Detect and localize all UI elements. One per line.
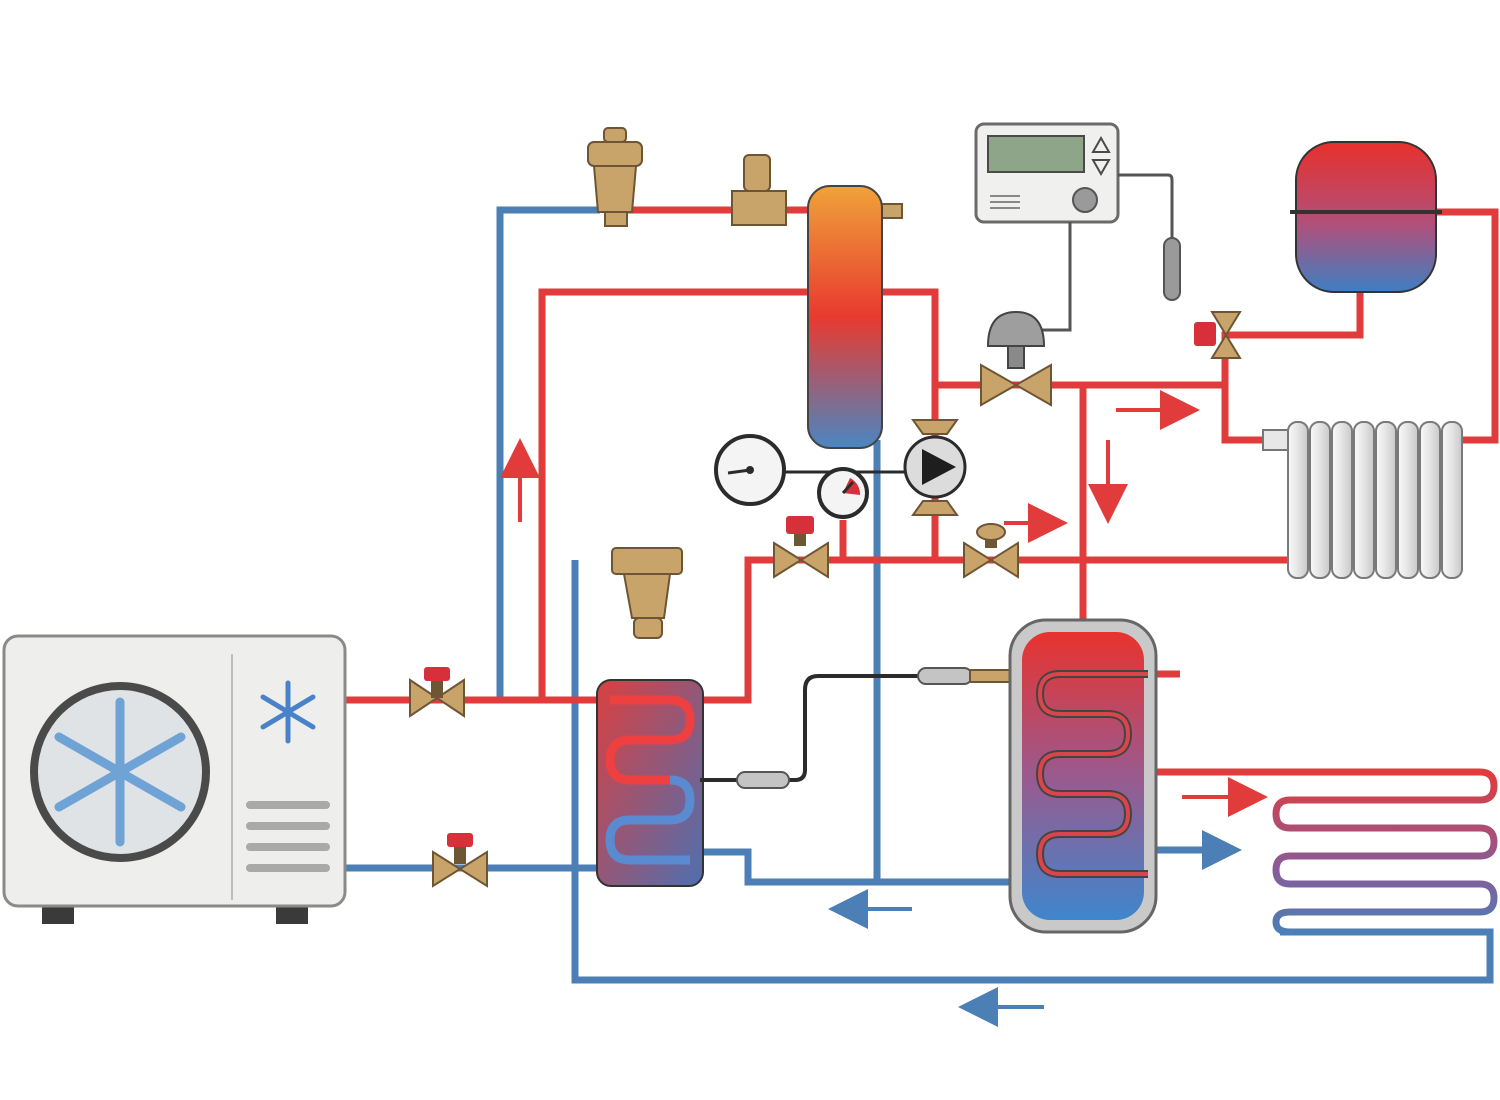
plate-heat-exchanger <box>596 679 704 887</box>
safety-valve <box>1194 311 1242 359</box>
ball-valve-red-handle <box>773 516 829 579</box>
dirt-separator <box>611 547 683 639</box>
motorized-valve <box>980 310 1052 407</box>
vent-grille <box>246 801 330 872</box>
radiator <box>1262 421 1463 579</box>
ball-valve-brass-handle <box>963 523 1019 579</box>
automatic-air-vent-right <box>731 154 787 226</box>
circulation-pump <box>903 419 967 516</box>
temperature-gauge <box>714 434 786 506</box>
hot-water-cylinder <box>1008 618 1158 934</box>
thermostat-wiring <box>1040 173 1174 332</box>
underfloor-heating-loop <box>1272 768 1498 936</box>
cold-pipes <box>345 206 1494 984</box>
expansion-vessel <box>1290 141 1442 293</box>
flow-arrows <box>500 390 1268 1027</box>
pressure-gauge <box>817 467 869 519</box>
room-thermostat <box>974 122 1120 224</box>
buffer-tank <box>807 185 903 449</box>
isolation-valve-cold <box>432 833 488 888</box>
temperature-probe <box>1163 237 1181 301</box>
heat-pump-outdoor-unit <box>2 634 347 924</box>
isolation-valve-hot <box>409 667 465 718</box>
temperature-sensor-probe <box>700 667 1017 789</box>
small-snowflake-icon <box>260 680 316 744</box>
automatic-air-vent-left <box>587 127 643 227</box>
snowflake-icon <box>54 697 186 847</box>
